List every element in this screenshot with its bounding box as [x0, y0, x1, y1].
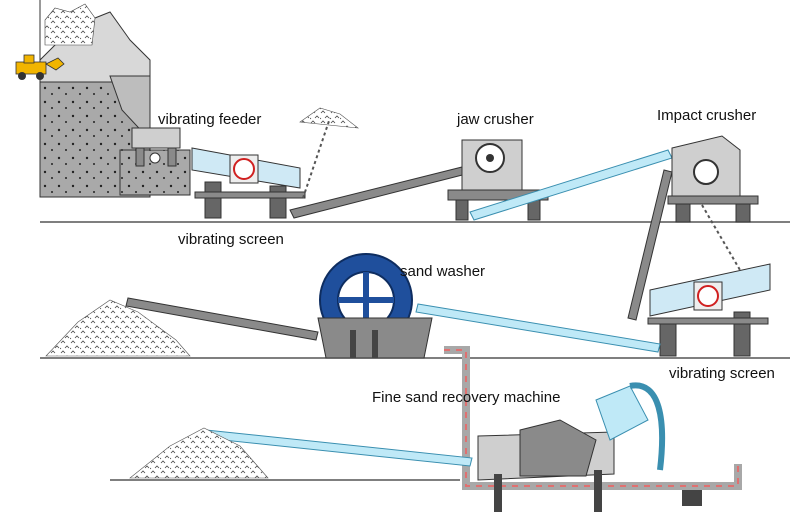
label-vibrating-screen-top: vibrating screen [178, 231, 284, 248]
vibrating-feeder-machine [131, 127, 181, 167]
belt-conveyor-top-1 [289, 107, 475, 219]
jaw-crusher-machine [447, 139, 549, 221]
belt-conveyor-bottom [129, 427, 473, 479]
sand-washer-machine [317, 253, 433, 359]
label-impact-crusher: Impact crusher [657, 107, 757, 124]
belt-conveyor-mid-2 [45, 297, 319, 357]
vibrating-screen-top-machine [191, 147, 306, 219]
belt-conveyor-mid-1 [415, 303, 661, 353]
impact-crusher-machine [667, 135, 759, 223]
label-vibrating-feeder: vibrating feeder [158, 111, 262, 128]
wheel-loader-icon [15, 54, 65, 80]
label-jaw-crusher: jaw crusher [457, 111, 534, 128]
fine-sand-recovery-machine [477, 382, 702, 512]
belt-conveyor-return [627, 169, 741, 321]
label-fine-sand-recovery: Fine sand recovery machine [372, 389, 561, 406]
label-vibrating-screen-mid: vibrating screen [669, 365, 775, 382]
quarry-hill [39, 0, 191, 198]
vibrating-screen-mid-machine [647, 263, 771, 357]
slurry-pipe [444, 346, 742, 490]
label-sand-washer: sand washer [400, 263, 486, 280]
